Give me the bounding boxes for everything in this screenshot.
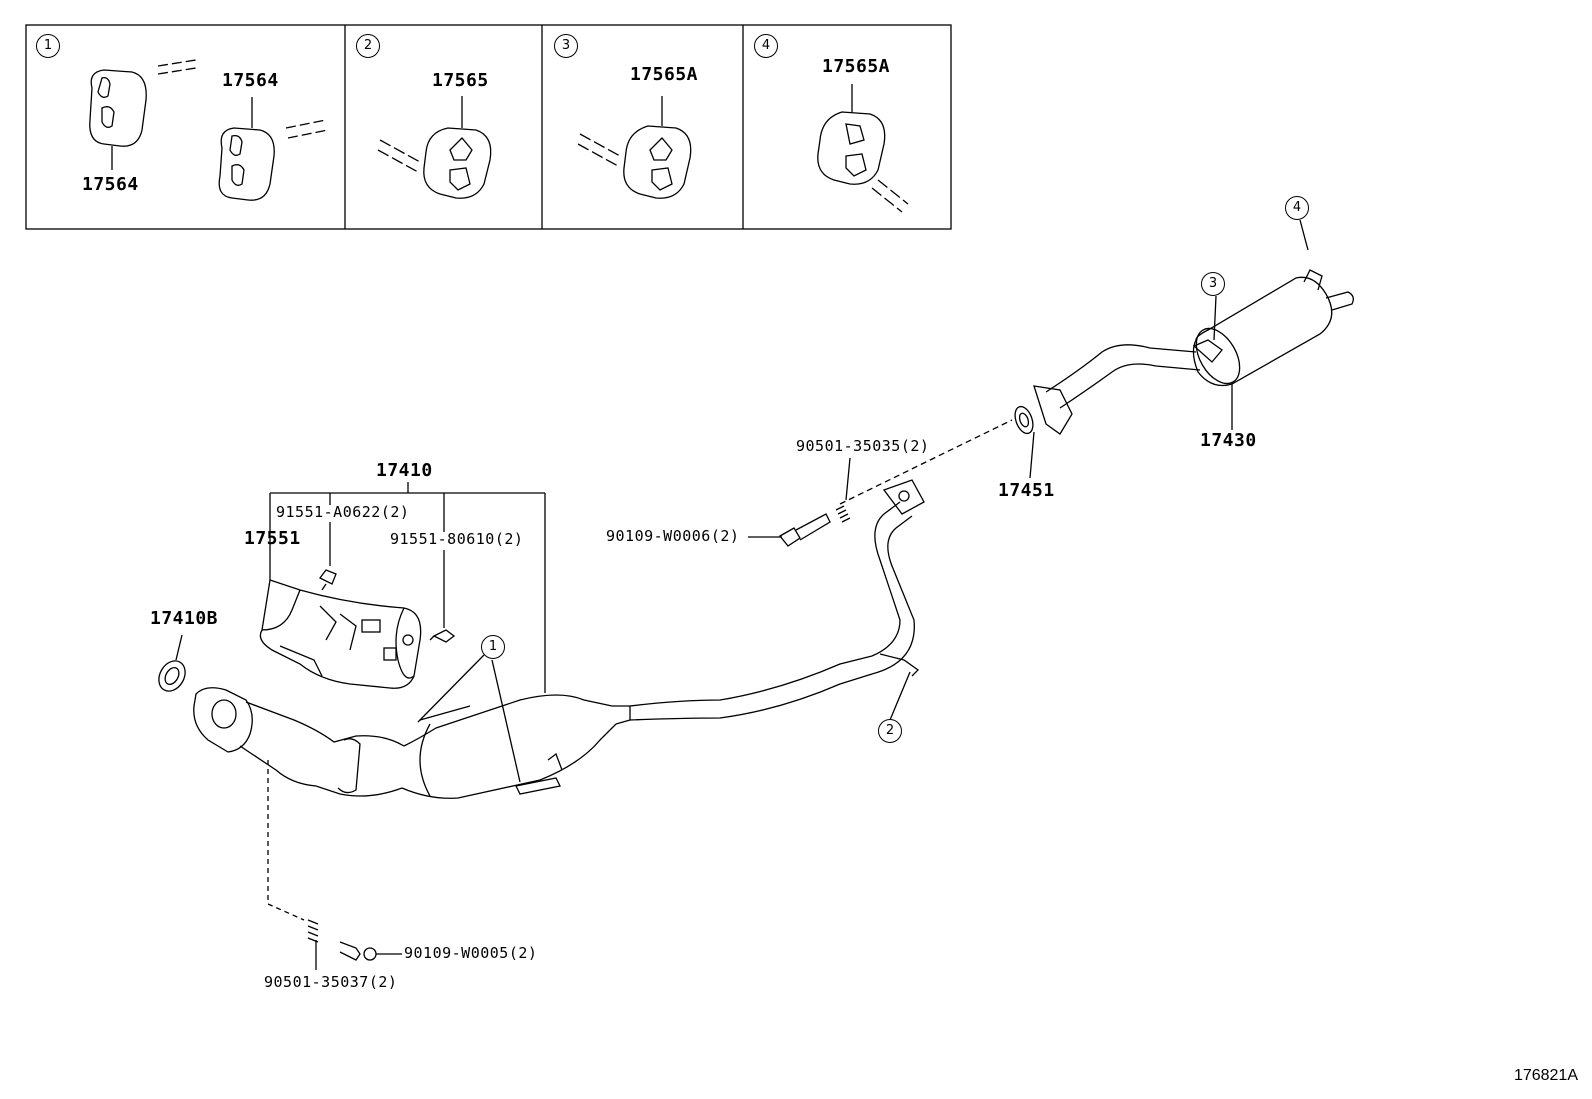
hanger-17565a-4 <box>817 84 909 213</box>
part-91551-80610: 91551-80610(2) <box>390 530 524 548</box>
callout-2: 2 <box>878 719 902 743</box>
inset-2-number: 2 <box>356 34 380 58</box>
part-17430: 17430 <box>1200 430 1257 451</box>
part-90501-35037: 90501-35037(2) <box>264 973 398 991</box>
part-90501-35035: 90501-35035(2) <box>796 437 930 455</box>
gasket-17451 <box>1014 405 1034 435</box>
front-pipe-17410 <box>193 479 925 799</box>
hanger-17565 <box>377 96 492 199</box>
inset-2-label: 17565 <box>432 70 489 91</box>
part-17410: 17410 <box>376 460 433 481</box>
gasket-17410b <box>158 634 186 692</box>
spring-90501-35035 <box>835 505 851 523</box>
inset-4-number: 4 <box>754 34 778 58</box>
part-90109-w0005: 90109-W0005(2) <box>404 944 538 962</box>
callout-1: 1 <box>481 635 505 659</box>
tailpipe-17430 <box>1033 269 1354 435</box>
hanger-17564-a <box>89 59 197 170</box>
part-91551-a0622: 91551-A0622(2) <box>276 503 410 521</box>
callout-3: 3 <box>1201 272 1225 296</box>
part-90109-w0006: 90109-W0006(2) <box>606 527 740 545</box>
inset-1-label-top: 17564 <box>222 70 279 91</box>
hanger-17565a-3 <box>577 96 692 199</box>
bolt-90109-w0006 <box>779 513 831 547</box>
illustration-code: 176821A <box>1513 1067 1578 1084</box>
bolt-91551-a0622 <box>319 569 337 591</box>
spring-90501-35037 <box>307 919 319 943</box>
bolt-91551-80610 <box>429 629 456 643</box>
hanger-17564-b <box>218 97 329 201</box>
callout-4: 4 <box>1285 196 1309 220</box>
inset-1-label-bottom: 17564 <box>82 174 139 195</box>
inset-3-number: 3 <box>554 34 578 58</box>
heat-insulator-17551 <box>259 579 422 689</box>
inset-3-label: 17565A <box>630 64 699 85</box>
part-17451: 17451 <box>998 480 1055 501</box>
inset-1-number: 1 <box>36 34 60 58</box>
inset-frame <box>25 24 952 230</box>
leader-lines <box>267 219 1309 970</box>
inset-4-label: 17565A <box>822 56 891 77</box>
part-17410b: 17410B <box>150 608 219 629</box>
part-17551: 17551 <box>244 528 301 549</box>
bracket-17410 <box>269 482 546 693</box>
bolt-90109-w0005 <box>339 941 377 961</box>
